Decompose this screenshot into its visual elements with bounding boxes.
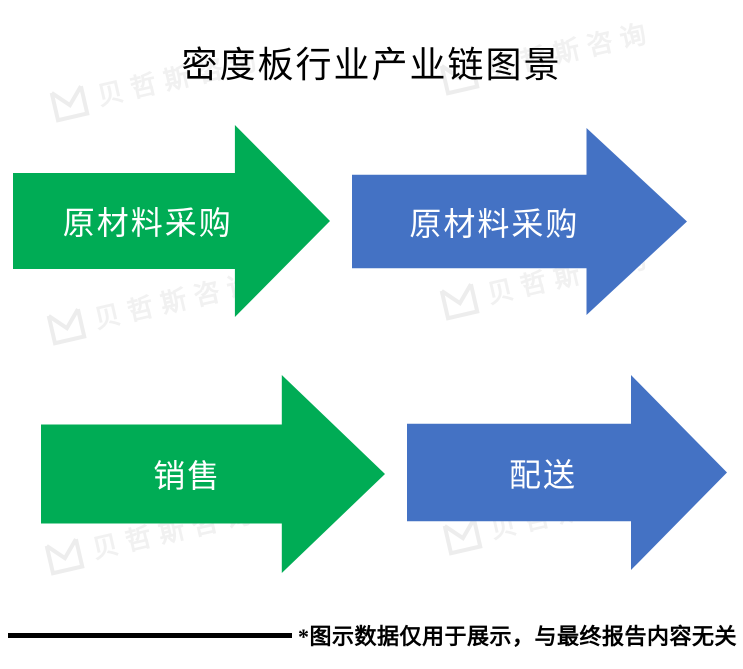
footnote-disclaimer: *图示数据仅用于展示，与最终报告内容无关 <box>297 624 737 649</box>
arrow-step-4-label: 配送 <box>508 456 577 493</box>
arrow-step-4-delivery: 配送 <box>407 375 727 570</box>
arrow-step-3-label: 销售 <box>153 458 222 494</box>
arrow-step-2-label: 原材料采购 <box>409 205 580 242</box>
brand-m-frame-logo-icon <box>44 538 85 576</box>
arrow-step-2-raw-material-procurement: 原材料采购 <box>352 128 687 315</box>
footer-divider-line <box>8 633 292 638</box>
watermark: 贝哲斯咨询 <box>43 260 264 348</box>
arrow-step-1-raw-material-procurement: 原材料采购 <box>13 125 330 317</box>
page-title: 密度板行业产业链图景 <box>181 45 562 85</box>
brand-m-frame-logo-icon <box>46 308 87 346</box>
brand-m-frame-logo-icon <box>439 283 480 321</box>
arrow-step-1-label: 原材料采购 <box>62 205 233 241</box>
arrow-step-3-sales: 销售 <box>41 375 385 573</box>
